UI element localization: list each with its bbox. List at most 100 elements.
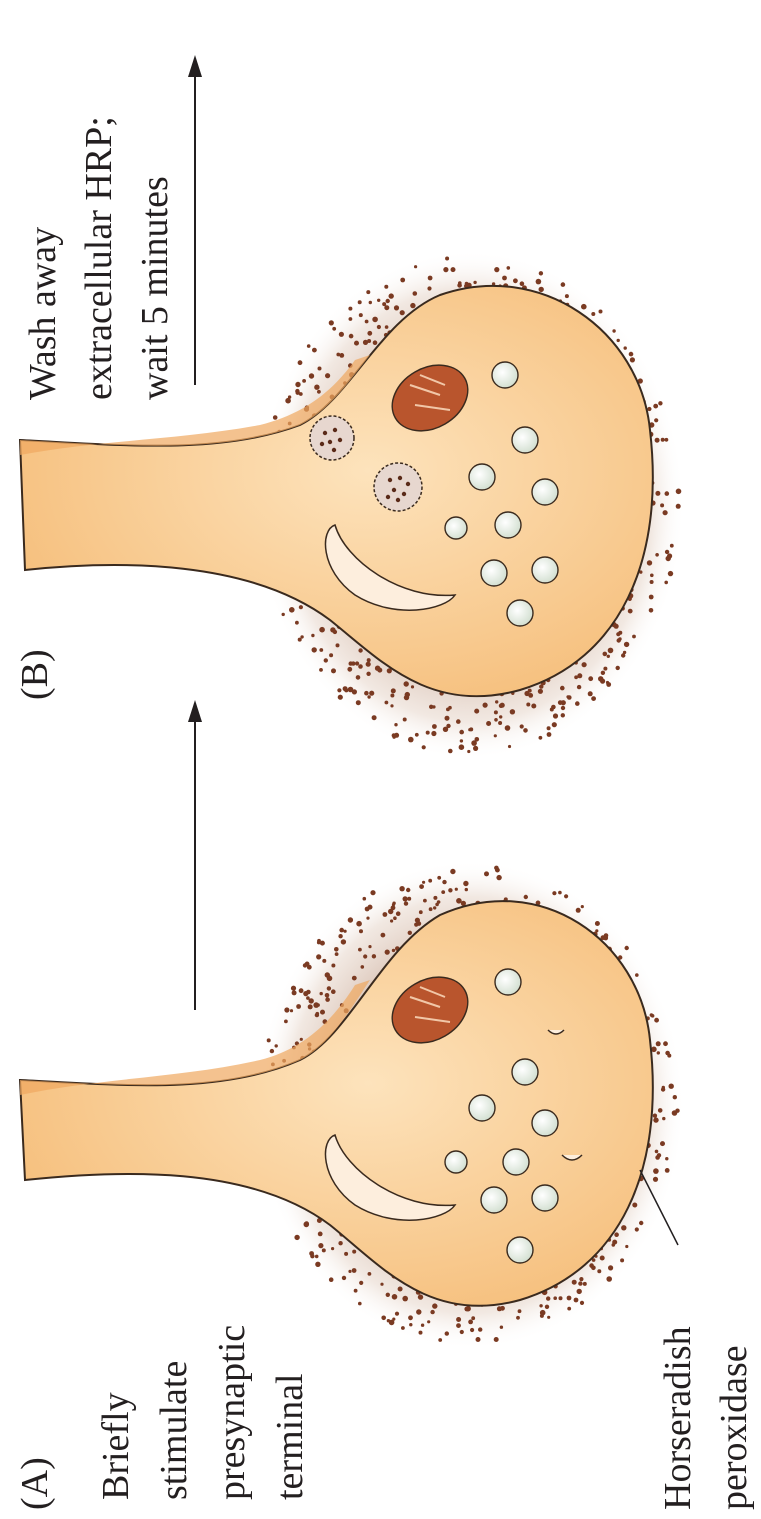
hrp-dot (431, 731, 436, 736)
hrp-dot (603, 652, 608, 657)
hrp-dot (435, 903, 439, 907)
hrp-dot (422, 881, 425, 884)
hrp-dot (536, 279, 542, 285)
hrp-dot (404, 901, 408, 905)
hrp-dot (662, 1117, 665, 1120)
hrp-dot (394, 723, 397, 726)
hrp-dot (367, 695, 370, 698)
hrp-dot (314, 385, 319, 390)
hrp-dot (417, 921, 422, 926)
step-arrow-a-to-b (188, 700, 202, 1010)
hrp-dot (539, 287, 544, 292)
hrp-dot (304, 1222, 310, 1228)
hrp-dot (445, 1331, 449, 1335)
hrp-dot (372, 954, 376, 958)
hrp-dot (561, 706, 565, 710)
hrp-dot (550, 708, 554, 712)
hrp-callout-label: Horseradish peroxidase (657, 1317, 755, 1510)
hrp-dot (653, 1177, 658, 1182)
hrp-dot (547, 732, 552, 737)
hrp-dot (312, 348, 317, 353)
coated-hrp-vesicle (374, 463, 422, 511)
hrp-dot (324, 658, 328, 662)
hrp-dot (339, 928, 344, 933)
hrp-dot (368, 945, 371, 948)
hrp-dot (623, 651, 626, 654)
hrp-dot (390, 704, 393, 707)
hrp-dot (520, 724, 524, 728)
hrp-dot (441, 890, 445, 894)
synaptic-vesicle (445, 517, 467, 539)
synaptic-vesicle (512, 1059, 538, 1085)
hrp-dot (465, 1306, 471, 1312)
hrp-dot (365, 320, 369, 324)
hrp-dot (494, 267, 499, 272)
hrp-dot (578, 1281, 582, 1285)
hrp-dot (400, 278, 405, 283)
hrp-dot (628, 609, 633, 614)
hrp-dot (329, 1277, 334, 1282)
hrp-dot (484, 871, 489, 876)
hrp-dot (325, 997, 330, 1002)
hrp-dot (377, 325, 381, 329)
hrp-dot (635, 973, 639, 977)
hrp-dot (655, 553, 659, 557)
hrp-dot (320, 1010, 325, 1015)
step-arrow-b-to-next (188, 55, 202, 385)
hrp-dot (564, 894, 568, 898)
hrp-dot (591, 696, 596, 701)
hrp-dot (308, 1004, 313, 1009)
hrp-dot (672, 1110, 678, 1116)
hrp-dot (459, 730, 464, 735)
hrp-dot (404, 681, 409, 686)
hrp-dot (359, 929, 363, 933)
hrp-dot (561, 713, 565, 717)
hrp-dot (539, 736, 543, 740)
hrp-dot (284, 1020, 288, 1024)
hrp-dot (630, 357, 635, 362)
hrp-dot (665, 438, 669, 442)
hrp-dot (352, 976, 357, 981)
hrp-dot (389, 293, 394, 298)
hrp-dot (494, 1337, 499, 1342)
hrp-dot (429, 907, 433, 911)
hrp-dot (660, 503, 664, 507)
hrp-dot (292, 990, 297, 995)
hrp-dot (632, 1203, 637, 1208)
hrp-dot (607, 655, 610, 658)
hrp-dot (443, 267, 448, 272)
hrp-dot (381, 933, 386, 938)
hrp-dot (546, 1296, 550, 1300)
hrp-dot (647, 560, 652, 565)
hrp-dot (663, 1041, 668, 1046)
hrp-dot (419, 1331, 423, 1335)
hrp-dot (465, 888, 468, 891)
hrp-dot (403, 718, 407, 722)
hrp-dot (445, 716, 450, 721)
hrp-dot (348, 1270, 351, 1273)
hrp-dot (632, 635, 636, 639)
hrp-dot (540, 1310, 546, 1316)
hrp-dot (505, 725, 511, 731)
hrp-dot (576, 908, 581, 913)
hrp-dot (415, 733, 419, 737)
hrp-dot (456, 1323, 461, 1328)
hrp-dot (394, 733, 399, 738)
hrp-dot (411, 685, 414, 688)
hrp-dot (498, 721, 502, 725)
hrp-dot (422, 745, 426, 749)
hrp-dot (599, 310, 603, 314)
hrp-dot (558, 891, 562, 895)
hrp-dot (656, 1041, 661, 1046)
hrp-dot (649, 608, 654, 613)
hrp-dot (495, 700, 498, 703)
hrp-dot (526, 703, 530, 707)
hrp-dot (588, 691, 593, 696)
panel-b-instruction: Wash away extracellular HRP; wait 5 minu… (22, 107, 176, 400)
hrp-dot (518, 1309, 522, 1313)
hrp-dot (565, 294, 569, 298)
hrp-dot (531, 704, 536, 709)
synaptic-vesicle (492, 362, 518, 388)
hrp-dot (385, 950, 390, 955)
hrp-dot (650, 580, 654, 584)
